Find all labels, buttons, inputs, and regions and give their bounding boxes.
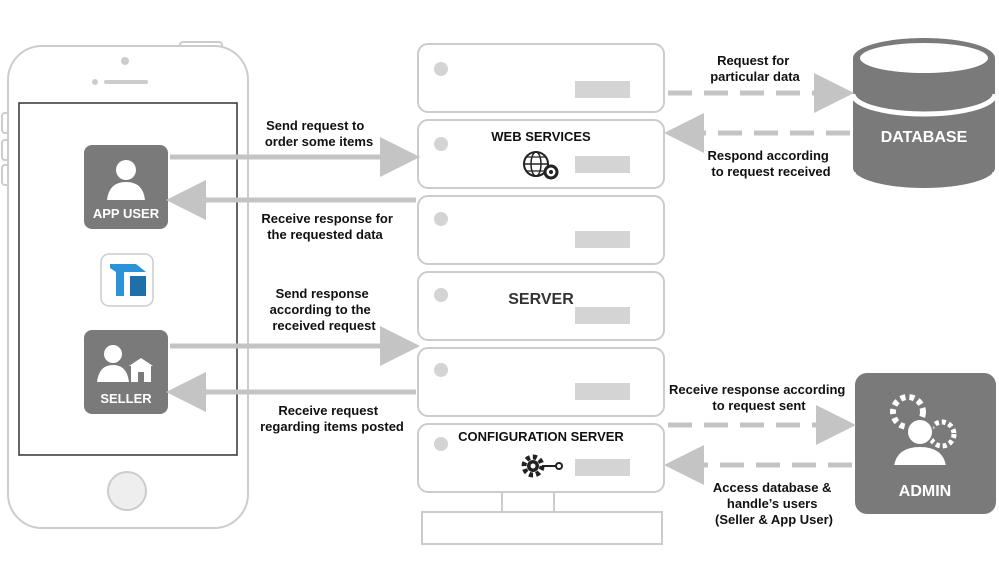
label-receive-response-sent: Receive response according to request se… (669, 382, 849, 413)
seller-icon (97, 345, 153, 382)
app-user-label: APP USER (93, 206, 160, 221)
label-send-response: Send response according to the received … (270, 286, 377, 333)
arrow-labels: Send request to order some items Receive… (260, 53, 849, 527)
user-icon (107, 160, 145, 200)
database-cylinder: DATABASE (850, 38, 998, 195)
server-label: SERVER (508, 291, 574, 308)
phone-speaker (104, 80, 148, 84)
label-receive-response: Receive response for the requested data (261, 211, 396, 242)
database-label: DATABASE (881, 129, 968, 146)
web-services-unit: WEB SERVICES (417, 119, 665, 189)
label-send-request: Send request to order some items (265, 118, 373, 149)
arrows (166, 73, 856, 485)
globe-gear-icon (523, 151, 559, 180)
web-services-label: WEB SERVICES (491, 129, 591, 144)
main-server-unit: SERVER (417, 271, 665, 341)
phone-home-button (107, 471, 147, 511)
server-unit (417, 43, 665, 113)
server-unit (417, 347, 665, 417)
app-user-tile: APP USER (84, 145, 168, 229)
server-unit (417, 195, 665, 265)
label-access-database: Access database & handle’s users (Seller… (713, 480, 835, 527)
seller-label: SELLER (100, 391, 152, 406)
configuration-server-label: CONFIGURATION SERVER (458, 429, 624, 444)
label-respond-according: Respond according to request received (708, 148, 833, 179)
label-receive-request: Receive request regarding items posted (260, 403, 404, 434)
app-logo (100, 253, 154, 307)
seller-tile: SELLER (84, 330, 168, 414)
admin-tile: ADMIN (855, 373, 996, 514)
admin-icon (890, 394, 957, 467)
admin-label: ADMIN (899, 483, 951, 500)
server-base (421, 511, 663, 545)
configuration-server-unit: CONFIGURATION SERVER (417, 423, 665, 493)
phone-camera (121, 57, 129, 65)
server-stack: WEB SERVICES SERVER (417, 43, 665, 545)
server-neck (501, 491, 555, 513)
phone-sensor (92, 79, 98, 85)
config-gear-icon (521, 454, 563, 478)
label-request-data: Request for particular data (710, 53, 800, 84)
